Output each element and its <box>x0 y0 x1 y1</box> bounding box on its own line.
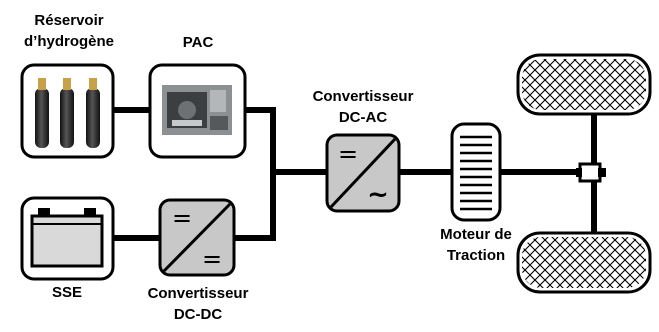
motor-label: Moteur de Traction <box>416 224 536 266</box>
traction-motor-icon <box>450 122 502 222</box>
dcac-input-dc-symbol: = <box>338 140 358 168</box>
sse-label: SSE <box>51 284 82 301</box>
hydrogen-cylinders-icon <box>35 78 100 148</box>
dcdc-output-dc-symbol: = <box>202 245 222 273</box>
lower-wheel-icon <box>516 231 652 294</box>
axle-assembly <box>576 110 606 235</box>
dcac-output-ac-symbol: ~ <box>367 180 389 210</box>
dcdc-converter-box: = = <box>158 198 236 277</box>
dcac-converter-box: = ~ <box>325 133 401 213</box>
hydrogen-tank-box <box>20 63 115 159</box>
dcdc-label-line1: Convertisseur <box>147 285 249 302</box>
wire-dcdc-to-bus <box>231 169 276 241</box>
dcac-label: Convertisseur DC-AC <box>300 86 426 128</box>
upper-wheel-icon <box>516 53 652 116</box>
motor-label-line2: Traction <box>446 247 506 264</box>
pac-box <box>148 63 247 159</box>
reservoir-label: Réservoir d’hydrogène <box>14 10 124 52</box>
dcdc-input-dc-symbol: = <box>172 204 192 232</box>
differential-icon <box>578 162 602 183</box>
wire-pac-to-bus <box>242 107 276 175</box>
motor-label-line1: Moteur de <box>440 226 512 243</box>
pac-label: PAC <box>182 34 214 51</box>
connection-lines <box>110 107 593 241</box>
dcac-label-line2: DC-AC <box>338 109 388 126</box>
dcac-label-line1: Convertisseur <box>312 88 414 105</box>
reservoir-label-line1: Réservoir <box>34 12 104 29</box>
dcdc-label-line2: DC-DC <box>173 306 223 323</box>
reservoir-label-line2: d’hydrogène <box>23 33 114 50</box>
battery-icon <box>30 208 104 268</box>
fuel-cell-icon <box>162 85 232 135</box>
sse-box <box>20 196 115 281</box>
dcdc-label: Convertisseur DC-DC <box>135 283 261 325</box>
